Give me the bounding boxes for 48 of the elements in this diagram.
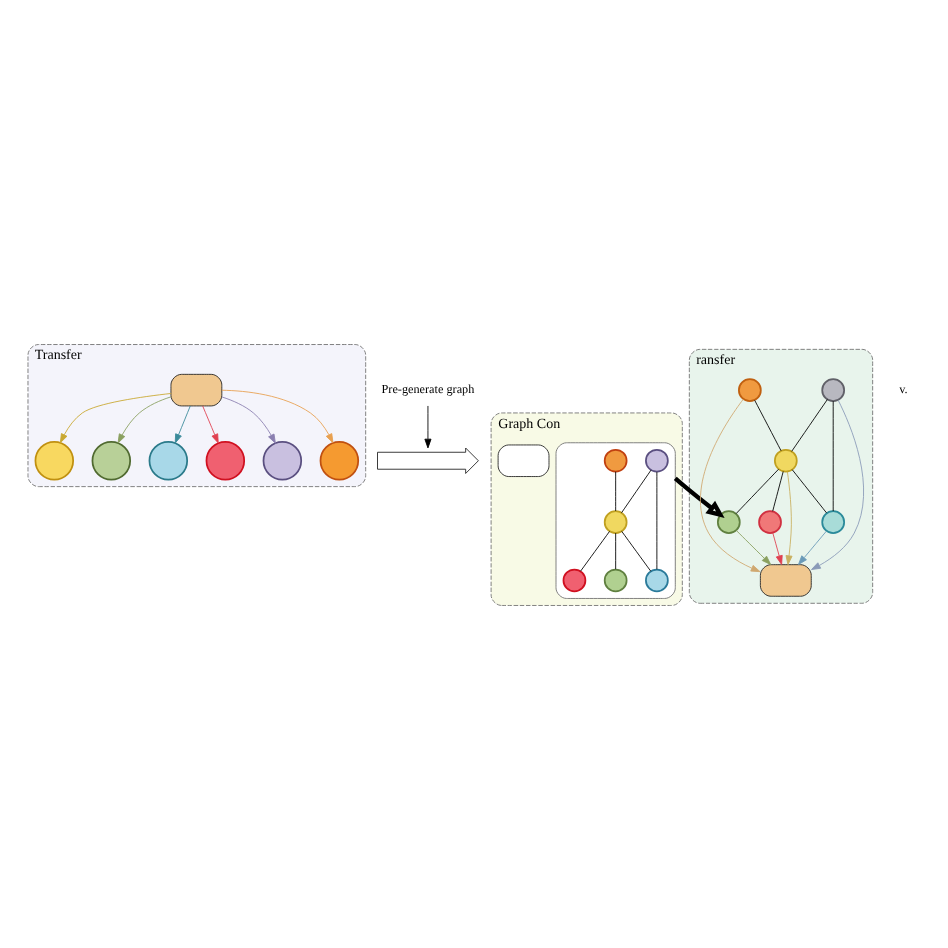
arrow	[174, 404, 191, 443]
arrow	[424, 404, 432, 448]
arrow	[785, 470, 793, 564]
node-box	[497, 443, 550, 476]
node-circle	[716, 509, 741, 533]
arrow	[735, 528, 772, 564]
arrow	[811, 398, 864, 569]
node-circle	[821, 377, 846, 401]
node-circle	[738, 377, 762, 401]
node-circle	[645, 567, 669, 592]
node-circle	[645, 447, 669, 472]
arrow	[59, 392, 172, 443]
node-circle	[758, 509, 782, 533]
connector	[735, 467, 780, 514]
arrow	[798, 529, 827, 564]
connector	[791, 398, 828, 451]
node-arrow	[377, 446, 479, 473]
node-box	[170, 372, 223, 406]
node-circle	[821, 509, 846, 533]
node-circle	[205, 440, 246, 480]
node-circle	[774, 447, 798, 472]
connector	[615, 531, 617, 569]
node-circle	[603, 447, 628, 472]
connector	[791, 468, 828, 513]
arrow	[221, 388, 334, 443]
node-circle	[34, 440, 75, 480]
connector	[754, 398, 782, 451]
connector	[615, 470, 617, 511]
arrow	[673, 475, 725, 518]
connector	[621, 468, 652, 513]
connector	[580, 529, 610, 571]
connector	[621, 529, 652, 571]
node-circle	[562, 567, 587, 592]
connector	[832, 399, 834, 511]
arrow	[700, 397, 761, 572]
connector	[772, 470, 784, 511]
arrow	[117, 395, 172, 443]
node-circle	[91, 440, 132, 480]
arrow	[772, 531, 783, 564]
arrow	[221, 395, 276, 443]
node-circle	[262, 440, 303, 480]
cluster	[555, 441, 676, 598]
node-circle	[603, 567, 628, 592]
node-box	[759, 563, 812, 596]
arrow	[202, 404, 219, 443]
node-circle	[148, 440, 189, 480]
node-circle	[603, 509, 628, 533]
node-circle	[319, 440, 360, 480]
